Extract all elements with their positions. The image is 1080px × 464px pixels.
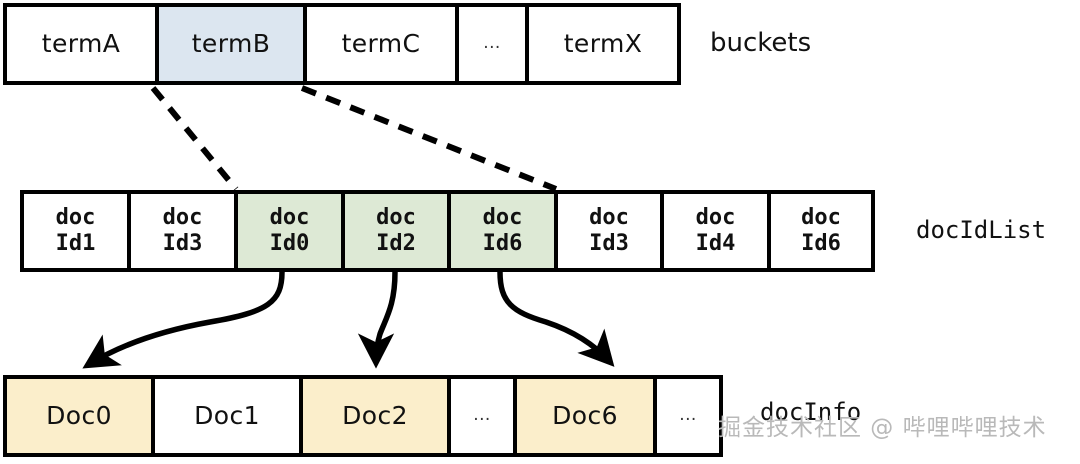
bucket-cell-0[interactable]: termA [7,7,159,81]
docinfo-label: docInfo [760,398,862,426]
docidlist-label: docIdList [916,216,1047,244]
docid-cell-2-highlighted[interactable]: doc Id0 [238,194,345,268]
docid-cell-3-highlighted[interactable]: doc Id2 [345,194,451,268]
docid-cell-0[interactable]: doc Id1 [24,194,131,268]
buckets-row: termA termB termC ... termX [3,3,681,85]
watermark-text: 掘金技术社区 @ 哔哩哔哩技术 [718,415,1047,441]
dashed-connector-termb-right [300,85,558,192]
docid-cell-1[interactable]: doc Id3 [131,194,238,268]
docid-cell-6[interactable]: doc Id4 [664,194,771,268]
docid-cell-4-highlighted[interactable]: doc Id6 [451,194,558,268]
bucket-cell-ellipsis: ... [459,7,529,81]
docinfo-cell-ellipsis-1: ... [451,379,517,453]
docinfo-cell-ellipsis-2: ... [657,379,719,453]
docidlist-row: doc Id1 doc Id3 doc Id0 doc Id2 doc Id6 … [20,190,875,272]
docinfo-row: Doc0 Doc1 Doc2 ... Doc6 ... [3,375,723,457]
arrow-docid2-to-doc2 [357,269,398,369]
docinfo-cell-4-highlighted[interactable]: Doc6 [517,379,657,453]
docinfo-cell-2-highlighted[interactable]: Doc2 [303,379,451,453]
dashed-connector-termb-left [150,86,239,191]
bucket-cell-1-selected[interactable]: termB [159,7,307,81]
arrow-docid0-to-doc0 [82,269,285,369]
docinfo-cell-0-highlighted[interactable]: Doc0 [7,379,155,453]
docid-cell-7[interactable]: doc Id6 [771,194,871,268]
buckets-label: buckets [710,28,812,58]
bucket-cell-2[interactable]: termC [307,7,459,81]
docinfo-cell-1[interactable]: Doc1 [155,379,303,453]
arrow-docid6-to-doc6 [497,269,615,367]
bucket-cell-4[interactable]: termX [529,7,677,81]
docid-cell-5[interactable]: doc Id3 [558,194,664,268]
